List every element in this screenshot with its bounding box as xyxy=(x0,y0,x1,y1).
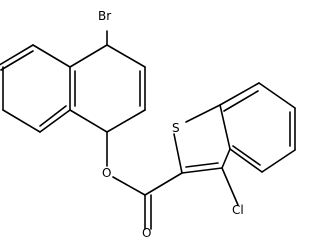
thiophene-ring xyxy=(173,104,239,206)
bond-c2-c3 xyxy=(181,167,223,174)
atom-carbonyl-oxygen: O xyxy=(142,226,151,238)
bond-benzo-5-inner xyxy=(232,145,261,166)
atom-chlorine: Cl xyxy=(232,203,244,217)
bond-s-c7a xyxy=(185,104,221,123)
bond-benzo-1-inner xyxy=(223,90,259,112)
bond-c2-s xyxy=(173,133,183,174)
atom-bromine: Br xyxy=(98,9,111,23)
bond-c3-cl xyxy=(221,167,239,206)
bond-naph-6 xyxy=(32,44,71,68)
bond-benzo-1 xyxy=(219,82,260,106)
chemical-structure-diagram: Br S O O Cl xyxy=(0,9,296,238)
bond-naph-5 xyxy=(69,44,108,68)
bond-naph-3 xyxy=(106,109,146,133)
atom-sulfur: S xyxy=(172,121,180,135)
bond-benzo-2 xyxy=(258,82,296,109)
bond-benzo-4 xyxy=(261,149,296,173)
bond-naph-1 xyxy=(106,44,146,68)
bond-naph-9 xyxy=(2,109,41,133)
bond-c2-c3-inner xyxy=(185,162,219,168)
structure-canvas: Br S O O Cl xyxy=(0,9,296,238)
bond-c7a-c3a xyxy=(219,104,231,150)
benzo-ring xyxy=(219,82,296,173)
bond-benzo-5 xyxy=(229,148,263,173)
bond-naph-7 xyxy=(0,44,34,66)
bond-naph-10-inner xyxy=(39,105,67,127)
bond-c3-c3a xyxy=(221,148,231,169)
bond-o-carbonyl xyxy=(112,176,146,196)
bond-carbonyl-c2 xyxy=(144,172,183,196)
bond-naph-4 xyxy=(69,109,108,133)
bond-naph-7-inner xyxy=(0,50,34,71)
naphthalene-left-ring xyxy=(0,44,71,133)
bond-naph-10 xyxy=(39,109,71,133)
atom-ester-oxygen: O xyxy=(102,166,111,180)
naphthalene-right-ring xyxy=(69,30,146,133)
ester-linkage xyxy=(106,131,183,230)
